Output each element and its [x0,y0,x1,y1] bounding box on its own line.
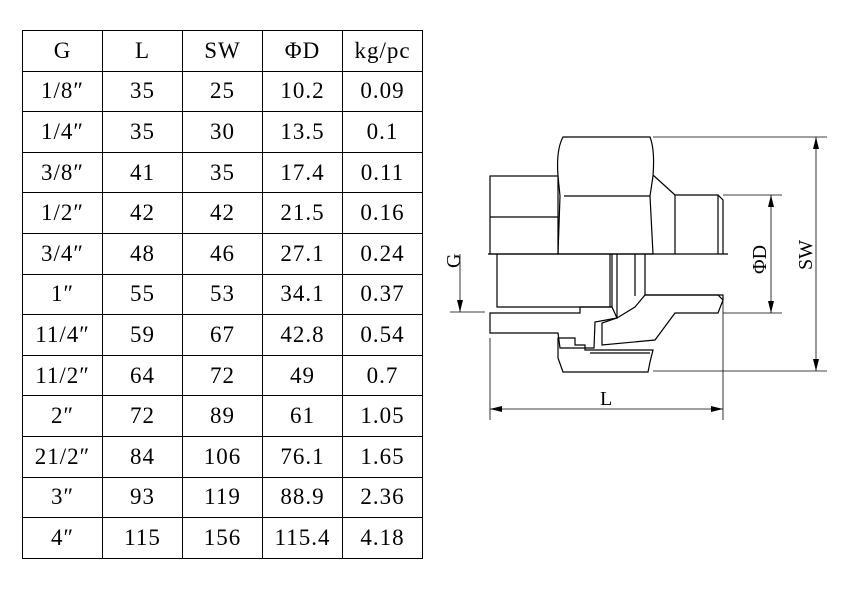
table-cell: 4″ [22,517,103,559]
table-cell: 1/4″ [22,111,103,153]
table-cell: 0.1 [342,111,423,153]
table-cell: 3/4″ [22,232,103,275]
table-cell: 2.36 [342,476,423,519]
dimension-lines [450,136,827,420]
table-cell: 115 [102,517,183,559]
table-cell: 27.1 [262,232,343,275]
table-cell: 0.37 [342,273,423,316]
table-cell: 17.4 [262,151,343,194]
table-cell: 89 [182,395,263,437]
table-cell: 10.2 [262,70,343,113]
table-cell: 13.5 [262,111,343,153]
g-label: G [443,254,465,268]
sw-label: SW [795,240,817,270]
table-cell: 1.65 [342,435,423,478]
table-cell: 2″ [22,395,103,437]
table-cell: 1″ [22,273,103,316]
table-cell: 0.11 [342,151,423,194]
table-cell: 0.54 [342,314,423,356]
table-cell: 34.1 [262,273,343,316]
column-header: L [102,30,183,72]
table-cell: 35 [102,111,183,153]
table-cell: 42 [102,192,183,234]
table-cell: 21.5 [262,192,343,234]
table-cell: 106 [182,435,263,478]
table-cell: 11/2″ [22,354,103,397]
table-cell: 72 [102,395,183,437]
table-cell: 55 [102,273,183,316]
column-header: G [22,30,103,72]
table-cell: 4.18 [342,517,423,559]
table-cell: 42 [182,192,263,234]
table-cell: 67 [182,314,263,356]
table-cell: 21/2″ [22,435,103,478]
table-cell: 48 [102,232,183,275]
table-cell: 156 [182,517,263,559]
table-cell: 88.9 [262,476,343,519]
table-cell: 53 [182,273,263,316]
table-cell: 42.8 [262,314,343,356]
l-label: L [600,388,612,410]
fitting-outline [488,136,728,373]
table-cell: 0.24 [342,232,423,275]
column-header: kg/pc [342,30,423,72]
table-cell: 35 [102,70,183,113]
table-cell: 115.4 [262,517,343,559]
table-cell: 41 [102,151,183,194]
table-cell: 30 [182,111,263,153]
diameter-label: ΦD [749,245,771,274]
table-cell: 1/2″ [22,192,103,234]
table-cell: 61 [262,395,343,437]
table-cell: 1/8″ [22,70,103,113]
